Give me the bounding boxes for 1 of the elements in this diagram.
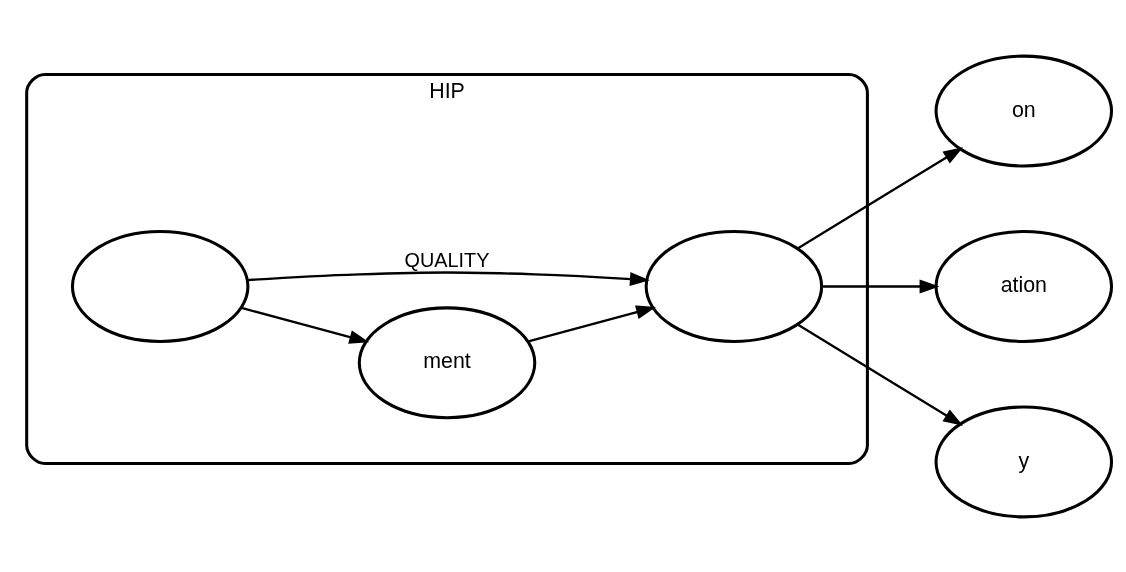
edge-label: QUALITY [404,248,490,271]
